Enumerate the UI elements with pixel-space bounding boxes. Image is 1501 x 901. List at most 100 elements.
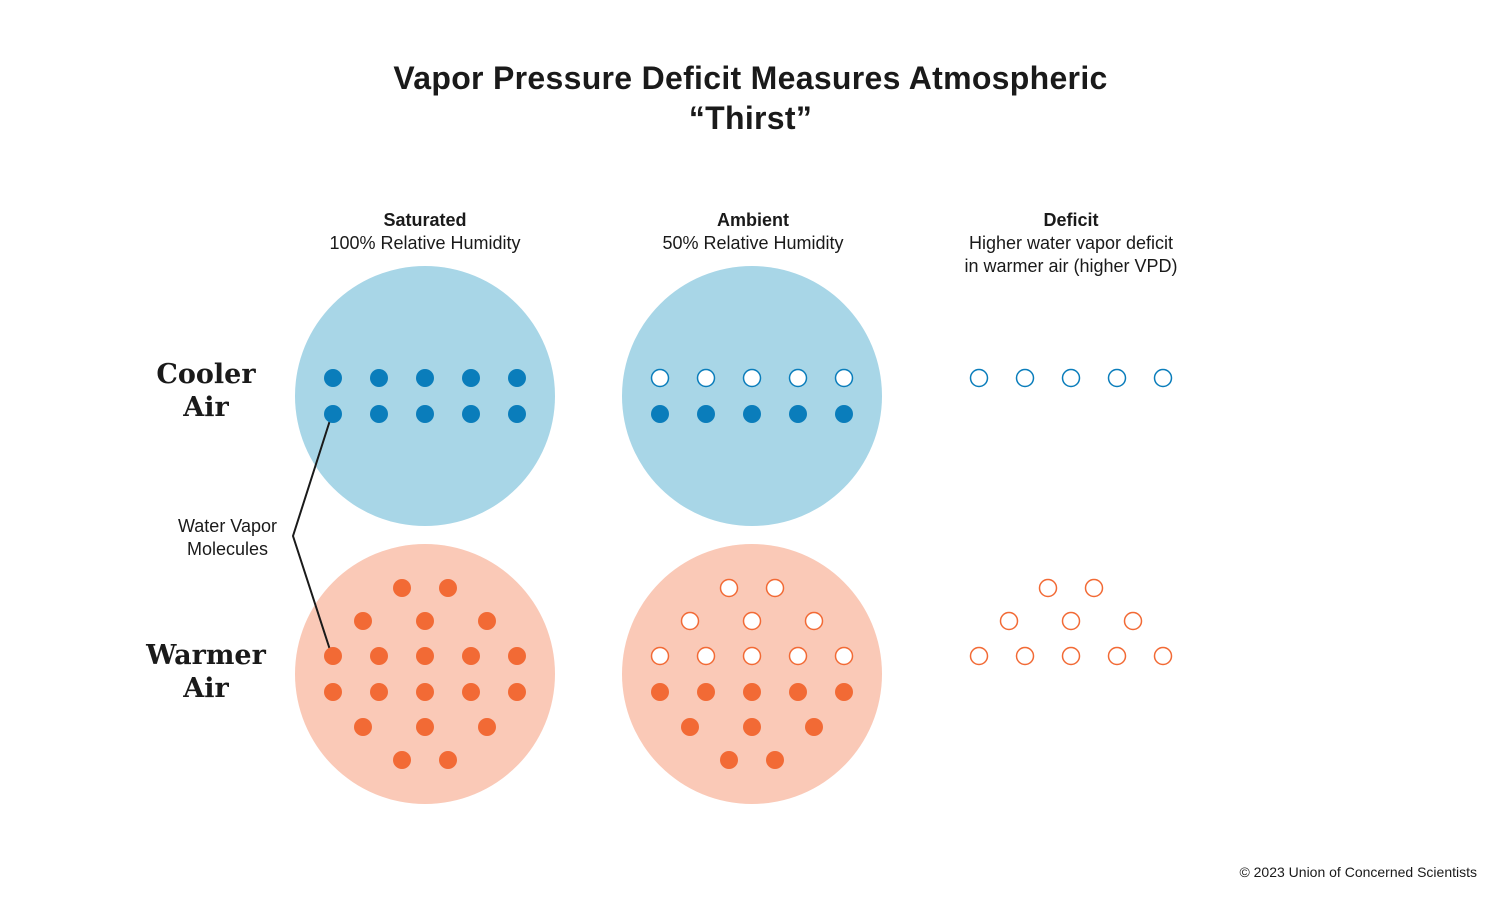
- molecule-cooler-deficit: [969, 368, 989, 388]
- water-vapor-molecules: [324, 368, 1173, 769]
- molecule-warmer-ambient-empty: [680, 611, 700, 631]
- column-title: Deficit: [1043, 210, 1099, 230]
- column-heading-saturated: Saturated 100% Relative Humidity: [265, 209, 585, 255]
- molecule-warmer-saturated: [508, 647, 526, 665]
- cooler-ambient-air-circle: [622, 266, 882, 526]
- molecule-cooler-saturated: [416, 369, 434, 387]
- molecule-warmer-deficit: [1107, 646, 1127, 666]
- cooler-saturated-air-circle: [295, 266, 555, 526]
- molecule-cooler-deficit: [1061, 368, 1081, 388]
- molecule-warmer-saturated: [416, 612, 434, 630]
- molecule-cooler-saturated: [508, 369, 526, 387]
- column-subtitle: 100% Relative Humidity: [329, 233, 521, 253]
- molecule-warmer-ambient: [681, 718, 699, 736]
- molecule-warmer-saturated: [462, 647, 480, 665]
- molecule-warmer-ambient-empty: [804, 611, 824, 631]
- copyright-notice: © 2023 Union of Concerned Scientists: [1239, 864, 1477, 880]
- molecule-cooler-ambient-empty: [834, 368, 854, 388]
- molecule-warmer-saturated: [370, 647, 388, 665]
- molecule-warmer-deficit: [1061, 611, 1081, 631]
- molecule-warmer-saturated: [324, 683, 342, 701]
- molecule-warmer-saturated: [354, 612, 372, 630]
- molecule-warmer-ambient: [651, 683, 669, 701]
- molecule-warmer-ambient-empty: [765, 578, 785, 598]
- diagram-title: Vapor Pressure Deficit Measures Atmosphe…: [0, 58, 1501, 138]
- column-heading-ambient: Ambient 50% Relative Humidity: [593, 209, 913, 255]
- column-title: Saturated: [383, 210, 467, 230]
- molecule-cooler-ambient: [789, 405, 807, 423]
- molecule-cooler-saturated: [324, 405, 342, 423]
- molecule-cooler-ambient-empty: [650, 368, 670, 388]
- molecule-warmer-ambient-empty: [742, 646, 762, 666]
- molecule-warmer-saturated: [478, 612, 496, 630]
- molecule-warmer-ambient-empty: [719, 578, 739, 598]
- molecule-warmer-saturated: [354, 718, 372, 736]
- column-title: Ambient: [717, 210, 789, 230]
- molecule-warmer-saturated: [416, 718, 434, 736]
- molecule-warmer-ambient-empty: [834, 646, 854, 666]
- molecule-cooler-saturated: [370, 405, 388, 423]
- molecule-warmer-saturated: [508, 683, 526, 701]
- column-subtitle-2: in warmer air (higher VPD): [964, 256, 1178, 276]
- molecule-cooler-saturated: [508, 405, 526, 423]
- molecule-cooler-ambient: [835, 405, 853, 423]
- molecule-cooler-saturated: [462, 369, 480, 387]
- molecule-cooler-ambient-empty: [696, 368, 716, 388]
- callout-line-1: Water Vapor: [177, 516, 278, 536]
- molecule-cooler-ambient: [697, 405, 715, 423]
- molecule-warmer-ambient-empty: [742, 611, 762, 631]
- molecule-warmer-saturated: [439, 751, 457, 769]
- molecule-cooler-deficit: [1107, 368, 1127, 388]
- column-subtitle: 50% Relative Humidity: [662, 233, 844, 253]
- molecule-warmer-saturated: [439, 579, 457, 597]
- molecule-warmer-ambient: [743, 718, 761, 736]
- row-label-line-1: Warmer: [146, 640, 266, 671]
- column-subtitle: Higher water vapor deficit: [968, 233, 1174, 253]
- molecule-warmer-ambient-empty: [696, 646, 716, 666]
- molecule-cooler-saturated: [462, 405, 480, 423]
- molecule-cooler-ambient: [651, 405, 669, 423]
- molecule-warmer-saturated: [478, 718, 496, 736]
- molecule-warmer-saturated: [370, 683, 388, 701]
- molecule-cooler-saturated: [324, 369, 342, 387]
- title-line-1: Vapor Pressure Deficit Measures Atmosphe…: [393, 60, 1108, 96]
- molecule-warmer-ambient-empty: [650, 646, 670, 666]
- molecule-warmer-saturated: [462, 683, 480, 701]
- molecule-cooler-ambient: [743, 405, 761, 423]
- molecule-warmer-saturated: [416, 647, 434, 665]
- molecule-warmer-deficit: [1123, 611, 1143, 631]
- molecule-warmer-ambient: [805, 718, 823, 736]
- row-label-cooler-air: Cooler Air: [126, 358, 286, 424]
- molecule-warmer-deficit: [1015, 646, 1035, 666]
- molecule-warmer-ambient: [789, 683, 807, 701]
- row-label-line-2: Air: [183, 673, 229, 704]
- molecule-warmer-ambient: [743, 683, 761, 701]
- molecule-warmer-deficit: [1153, 646, 1173, 666]
- title-line-2: “Thirst”: [688, 100, 813, 136]
- molecule-warmer-deficit: [1038, 578, 1058, 598]
- callout-leader-line: [291, 413, 333, 657]
- molecule-cooler-ambient-empty: [742, 368, 762, 388]
- molecule-warmer-saturated: [416, 683, 434, 701]
- molecule-warmer-saturated: [393, 751, 411, 769]
- molecule-warmer-deficit: [1061, 646, 1081, 666]
- molecule-warmer-saturated: [324, 647, 342, 665]
- molecule-warmer-deficit: [969, 646, 989, 666]
- molecule-warmer-ambient: [835, 683, 853, 701]
- molecule-warmer-saturated: [393, 579, 411, 597]
- molecule-warmer-ambient-empty: [788, 646, 808, 666]
- row-label-line-1: Cooler: [156, 359, 256, 390]
- molecule-warmer-deficit: [999, 611, 1019, 631]
- row-label-warmer-air: Warmer Air: [126, 639, 286, 705]
- molecule-warmer-ambient: [697, 683, 715, 701]
- molecule-cooler-saturated: [370, 369, 388, 387]
- warmer-saturated-air-circle: [295, 544, 555, 804]
- molecule-warmer-ambient: [766, 751, 784, 769]
- callout-line-2: Molecules: [186, 539, 269, 559]
- molecule-warmer-ambient: [720, 751, 738, 769]
- molecule-cooler-deficit: [1015, 368, 1035, 388]
- molecule-warmer-deficit: [1084, 578, 1104, 598]
- molecule-cooler-ambient-empty: [788, 368, 808, 388]
- row-label-line-2: Air: [183, 392, 229, 423]
